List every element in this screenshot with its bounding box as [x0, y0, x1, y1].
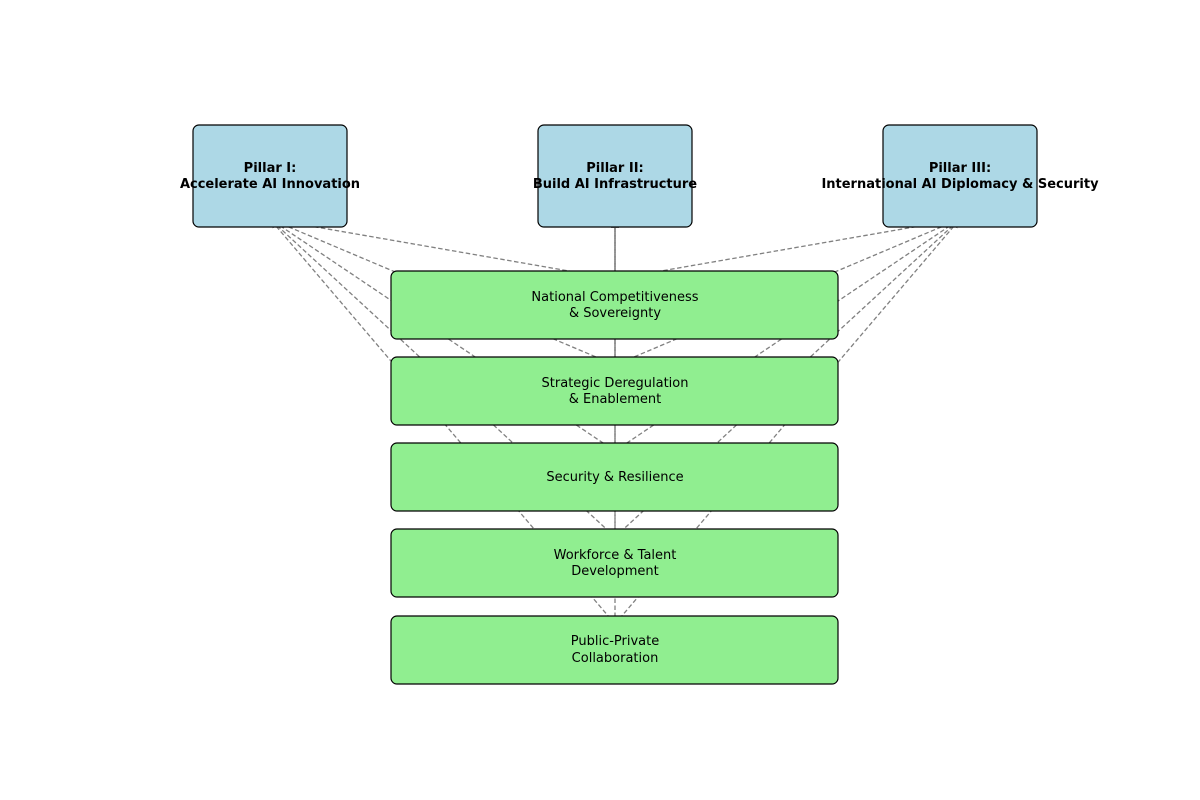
pillar-subtitle: Build AI Infrastructure [533, 177, 697, 192]
pillar-subtitle: International AI Diplomacy & Security [821, 177, 1099, 192]
pillar-box: Pillar II: Build AI Infrastructure [533, 124, 697, 228]
theme-label-line1: Security & Resilience [546, 470, 683, 485]
connector-arrow [614, 218, 961, 452]
pillar-title: Pillar II: [586, 161, 643, 176]
connector-arrow [269, 218, 616, 366]
theme-box: Workforce & Talent Development [390, 528, 839, 598]
pillar-box: Pillar I: Accelerate AI Innovation [180, 124, 360, 228]
connector-arrow [614, 216, 961, 280]
theme-label-line1: Public-Private [571, 634, 660, 649]
theme-box: National Competitiveness & Sovereignty [390, 270, 839, 340]
theme-label-line2: & Enablement [569, 392, 662, 407]
theme-box: Public-Private Collaboration [390, 615, 839, 685]
theme-label-line2: & Sovereignty [569, 306, 661, 321]
pillar-subtitle: Accelerate AI Innovation [180, 177, 360, 192]
theme-box: Strategic Deregulation & Enablement [390, 356, 839, 426]
theme-label-line1: Strategic Deregulation [542, 376, 689, 391]
connector-arrow [614, 218, 961, 366]
connector-arrow [269, 216, 616, 280]
theme-label-line1: Workforce & Talent [554, 548, 677, 563]
pillar-box: Pillar III: International AI Diplomacy &… [821, 124, 1099, 228]
theme-label-line1: National Competitiveness [531, 290, 698, 305]
connector-arrow [269, 218, 616, 452]
theme-label-line2: Development [571, 564, 659, 579]
theme-label-line2: Collaboration [572, 651, 659, 666]
pillar-title: Pillar I: [244, 161, 297, 176]
pillar-title: Pillar III: [929, 161, 991, 176]
theme-box: Security & Resilience [390, 442, 839, 512]
